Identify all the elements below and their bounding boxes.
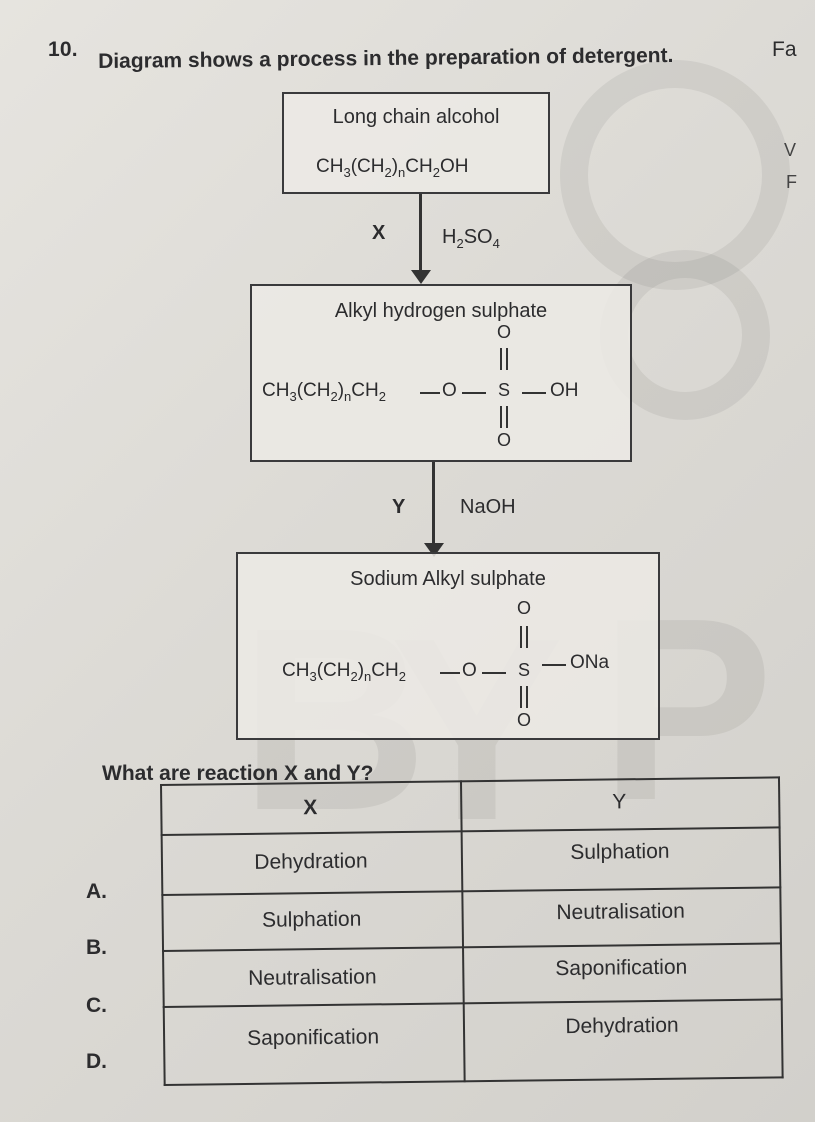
single-bond <box>462 392 486 394</box>
hydroxyl-group: OH <box>550 380 579 401</box>
bridge-oxygen: O <box>462 660 477 681</box>
sodium-oxide-group: ONa <box>570 652 610 673</box>
reagent-naoh: NaOH <box>460 496 516 518</box>
table-cell: Sulphation <box>261 907 362 932</box>
double-bond <box>520 686 528 708</box>
table-cell: Neutralisation <box>556 899 685 925</box>
alkyl-chain-formula: CH3(CH2)nCH2 <box>282 660 406 684</box>
table-cell: Dehydration <box>254 849 368 874</box>
table-cell: Saponification <box>247 1025 380 1050</box>
bottom-oxygen: O <box>516 710 531 730</box>
margin-note: Fa <box>772 38 797 61</box>
single-bond <box>522 392 546 394</box>
question-text: Diagram shows a process in the preparati… <box>98 43 674 73</box>
bridge-oxygen: O <box>442 380 457 401</box>
option-c[interactable]: C. <box>86 994 107 1017</box>
alcohol-formula: CH3(CH2)nCH2OH <box>316 156 469 180</box>
option-b[interactable]: B. <box>86 936 107 959</box>
column-header-x: X <box>303 796 318 820</box>
double-bond <box>500 406 508 428</box>
table-cell: Neutralisation <box>248 965 377 990</box>
double-bond <box>520 626 528 648</box>
table-border <box>163 1076 784 1086</box>
top-oxygen: O <box>496 322 511 342</box>
option-a[interactable]: A. <box>86 880 107 903</box>
reaction-arrow-y <box>432 462 435 546</box>
sulfur-atom: S <box>517 660 530 680</box>
table-border <box>160 826 781 836</box>
alkyl-chain-formula: CH3(CH2)nCH2 <box>262 380 386 404</box>
top-oxygen: O <box>516 598 531 618</box>
alkyl-hydrogen-sulphate-box: Alkyl hydrogen sulphate CH3(CH2)nCH2 O O… <box>250 284 632 462</box>
table-cell: Saponification <box>555 955 688 981</box>
sub-question: What are reaction X and Y? <box>102 762 374 785</box>
margin-fragment: F <box>786 172 797 192</box>
question-number: 10. <box>48 38 78 61</box>
sodium-alkyl-sulphate-box: Sodium Alkyl sulphate CH3(CH2)nCH2 O O S… <box>236 552 660 740</box>
bottom-oxygen: O <box>496 430 511 450</box>
box-title: Alkyl hydrogen sulphate <box>334 300 548 322</box>
reaction-x-label: X <box>372 222 386 244</box>
reaction-arrow-x <box>419 194 422 272</box>
column-header-y: Y <box>612 790 627 814</box>
single-bond <box>420 392 440 394</box>
single-bond <box>440 672 460 674</box>
answer-table: X Y Dehydration Sulphation Sulphation Ne… <box>160 776 784 1086</box>
table-cell: Dehydration <box>565 1013 679 1039</box>
table-border <box>162 942 783 952</box>
reaction-y-label: Y <box>392 496 406 518</box>
margin-fragment: V <box>784 140 797 160</box>
arrow-head <box>411 270 431 284</box>
table-cell: Sulphation <box>570 839 670 864</box>
table-border <box>162 998 783 1008</box>
reagent-h2so4: H2SO4 <box>442 226 500 251</box>
double-bond <box>500 348 508 370</box>
table-border <box>161 886 782 896</box>
box-title: Long chain alcohol <box>332 106 500 128</box>
single-bond <box>542 664 566 666</box>
sulfur-atom: S <box>497 380 510 400</box>
long-chain-alcohol-box: Long chain alcohol CH3(CH2)nCH2OH <box>282 92 550 194</box>
option-d[interactable]: D. <box>86 1050 107 1073</box>
box-title: Sodium Alkyl sulphate <box>350 568 546 590</box>
single-bond <box>482 672 506 674</box>
